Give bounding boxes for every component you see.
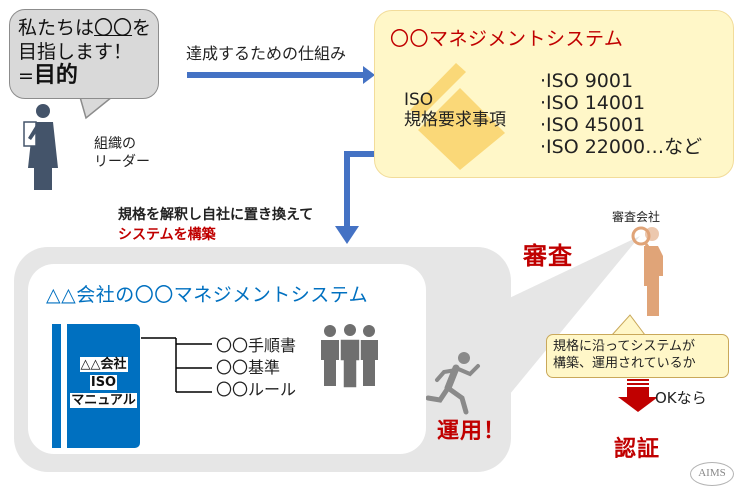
iso-standard-item: ·ISO 22000…など [540, 136, 703, 158]
manual-spine [52, 324, 61, 448]
top-arrow [187, 66, 375, 84]
document-tree-lines [141, 337, 212, 393]
audit-criteria-text: 規格に沿ってシステムが 構築、運用されているか [553, 338, 696, 372]
purpose-label: 目的 [33, 63, 78, 88]
bubble-text-1c: を [132, 17, 152, 39]
leader-label-line2: リーダー [94, 154, 150, 170]
document-item: 〇〇ルール [216, 380, 297, 399]
document-list: 〇〇手順書 〇〇基準 〇〇ルール [216, 335, 296, 401]
build-system-label: 規格を解釈し自社に置き換えて システムを構築 [118, 205, 313, 245]
callout-line2: 構築、運用されているか [553, 356, 696, 371]
purpose-statement: 私たちは〇〇を 目指します！ =目的 [18, 16, 151, 88]
iso-label-line2: 規格要求事項 [404, 110, 506, 130]
document-item: 〇〇手順書 [216, 336, 297, 355]
running-person-icon [425, 352, 480, 415]
company-system-title: △△会社の〇〇マネジメントシステム [46, 284, 369, 306]
bubble-target: 〇〇 [94, 17, 133, 39]
iso-diamond-stripe [410, 63, 466, 118]
iso-requirements-label: ISO 規格要求事項 [404, 90, 506, 130]
operation-label: 運用！ [437, 419, 507, 444]
leader-label-line1: 組織の [94, 136, 136, 152]
build-label-line2: システムを構築 [118, 227, 216, 243]
bubble-text-2: 目指します！ [18, 41, 133, 63]
bubble-text-1a: 私たちは [18, 17, 95, 39]
iso-standards-list: ·ISO 9001 ·ISO 14001 ·ISO 45001 ·ISO 220… [540, 70, 702, 158]
auditor-figure-icon [631, 226, 663, 316]
leader-figure-icon [23, 104, 58, 190]
callout-line1: 規格に沿ってシステムが [553, 339, 695, 354]
audit-label: 審査 [523, 242, 573, 270]
iso-standard-item: ·ISO 45001 [540, 114, 646, 136]
down-arrow [335, 151, 376, 244]
iso-standard-item: ·ISO 9001 [540, 70, 634, 92]
leader-speech-bubble [9, 9, 159, 99]
staff-group-icon [321, 324, 378, 389]
condition-label: OKなら [655, 389, 707, 407]
iso-standard-item: ·ISO 14001 [540, 92, 646, 114]
manual-line1: △△会社 [79, 357, 128, 372]
document-item: 〇〇基準 [216, 358, 281, 377]
manual-line3: マニュアル [70, 393, 137, 408]
red-down-arrow-icon [618, 379, 658, 412]
audit-criteria-callout [546, 334, 729, 378]
management-system-title: 〇〇マネジメントシステム [390, 28, 624, 50]
bubble-equals: = [18, 65, 34, 87]
auditor-label: 審査会社 [612, 210, 661, 224]
audit-wedge [505, 236, 640, 400]
iso-label-line1: ISO [404, 90, 434, 110]
build-label-line1: 規格を解釈し自社に置き換えて [118, 207, 314, 223]
leader-label: 組織の リーダー [94, 135, 150, 171]
iso-diamond-shape [418, 88, 505, 170]
manual-label: △△会社 ISO マニュアル [69, 356, 138, 410]
aims-logo: AIMS [690, 462, 734, 486]
manual-line2: ISO [89, 375, 118, 390]
certification-label: 認証 [614, 437, 661, 462]
mechanism-label: 達成するための仕組み [186, 44, 347, 63]
